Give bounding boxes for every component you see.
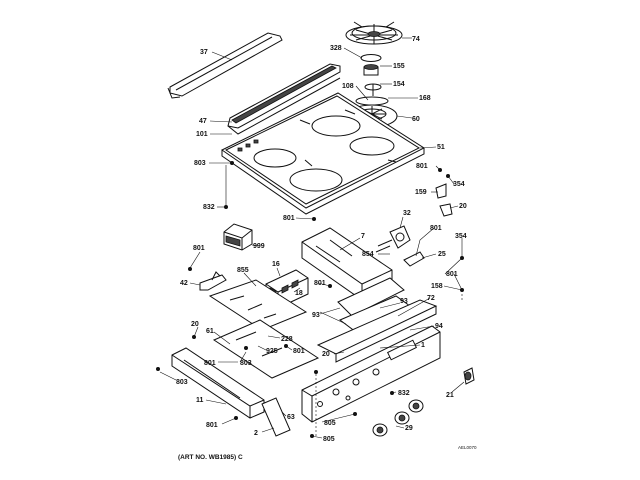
part-42-bracket bbox=[199, 271, 227, 291]
part-25-bracket bbox=[403, 251, 425, 267]
callout-94: 94 bbox=[435, 323, 443, 330]
callout-801-right: 801 bbox=[430, 225, 442, 232]
callout-805-a: 805 bbox=[324, 420, 336, 427]
part-32-thermostat bbox=[375, 225, 411, 253]
callout-801-low: 801 bbox=[293, 348, 305, 355]
callout-354-right: 354 bbox=[455, 233, 467, 240]
callout-37: 37 bbox=[200, 49, 208, 56]
callout-855: 855 bbox=[237, 267, 249, 274]
callout-16: 16 bbox=[272, 261, 280, 268]
callout-801-top-right: 801 bbox=[416, 163, 428, 170]
part-94-control-panel bbox=[316, 299, 438, 363]
callout-7: 7 bbox=[361, 233, 365, 240]
callout-159: 159 bbox=[415, 189, 427, 196]
callout-2: 2 bbox=[254, 430, 258, 437]
part-999-module bbox=[223, 223, 253, 251]
callout-18: 18 bbox=[295, 290, 303, 297]
part-37-trim-strip bbox=[167, 32, 283, 99]
callout-832-top: 832 bbox=[203, 204, 215, 211]
part-20-right-clip bbox=[439, 203, 453, 217]
callout-925: 925 bbox=[266, 348, 278, 355]
callout-20-low: 20 bbox=[322, 351, 330, 358]
callout-42: 42 bbox=[180, 280, 188, 287]
callout-801-lowleft: 801 bbox=[204, 360, 216, 367]
callout-11: 11 bbox=[196, 397, 204, 404]
art-code: AEL0070 bbox=[458, 445, 477, 450]
part-328-burner-ring bbox=[360, 54, 382, 62]
callout-72: 72 bbox=[427, 295, 435, 302]
callout-61: 61 bbox=[206, 328, 214, 335]
callout-25: 25 bbox=[438, 251, 446, 258]
callout-999: 999 bbox=[253, 243, 265, 250]
callout-832-low: 832 bbox=[398, 390, 410, 397]
part-29-knobs bbox=[372, 399, 424, 437]
part-855-frame bbox=[208, 279, 308, 331]
callout-108: 108 bbox=[342, 83, 354, 90]
callout-801-left: 801 bbox=[193, 245, 205, 252]
part-21-knob bbox=[463, 367, 475, 385]
leader-lines bbox=[159, 37, 465, 439]
part-51-cooktop-glass bbox=[221, 92, 426, 215]
part-74-burner-cap bbox=[345, 21, 403, 45]
callout-801-mid: 801 bbox=[283, 215, 295, 222]
part-155-burner-base bbox=[363, 64, 379, 76]
callout-803-top: 803 bbox=[194, 160, 206, 167]
callout-854: 854 bbox=[362, 251, 374, 258]
part-1-front-panel bbox=[301, 325, 441, 423]
callout-labels: 37 74 328 155 154 108 168 60 47 101 51 8… bbox=[176, 36, 467, 443]
callout-101: 101 bbox=[196, 131, 208, 138]
part-63-foot-bracket bbox=[261, 397, 291, 437]
callout-93-a: 93 bbox=[312, 312, 320, 319]
callout-801-right2: 801 bbox=[446, 271, 458, 278]
callout-74: 74 bbox=[412, 36, 420, 43]
part-228-lower-frame bbox=[212, 319, 320, 379]
callout-20-left: 20 bbox=[191, 321, 199, 328]
callout-51: 51 bbox=[437, 144, 445, 151]
callout-228: 228 bbox=[281, 336, 293, 343]
callout-21: 21 bbox=[446, 392, 454, 399]
callout-155: 155 bbox=[393, 63, 405, 70]
part-154-burner-spreader bbox=[364, 83, 382, 96]
callout-805-b: 805 bbox=[323, 436, 335, 443]
callout-801-bottom: 801 bbox=[206, 422, 218, 429]
callout-47: 47 bbox=[199, 118, 207, 125]
callout-168: 168 bbox=[419, 95, 431, 102]
art-number-caption: (ART NO. WB1985) C bbox=[178, 454, 243, 461]
callout-20-right: 20 bbox=[459, 203, 467, 210]
callout-328: 328 bbox=[330, 45, 342, 52]
callout-803-center: 803 bbox=[240, 360, 252, 367]
callout-158: 158 bbox=[431, 283, 443, 290]
part-47-back-trim bbox=[227, 63, 341, 135]
callout-93-b: 93 bbox=[400, 298, 408, 305]
part-159-clip bbox=[435, 183, 447, 199]
callout-1: 1 bbox=[421, 342, 425, 349]
part-61-side-rail bbox=[171, 347, 265, 419]
callout-60: 60 bbox=[412, 116, 420, 123]
callout-29: 29 bbox=[405, 425, 413, 432]
callout-803-left: 803 bbox=[176, 379, 188, 386]
callout-154: 154 bbox=[393, 81, 405, 88]
callout-63: 63 bbox=[287, 414, 295, 421]
callout-32: 32 bbox=[403, 210, 411, 217]
callout-801-center: 801 bbox=[314, 280, 326, 287]
callout-354-top: 354 bbox=[453, 181, 465, 188]
